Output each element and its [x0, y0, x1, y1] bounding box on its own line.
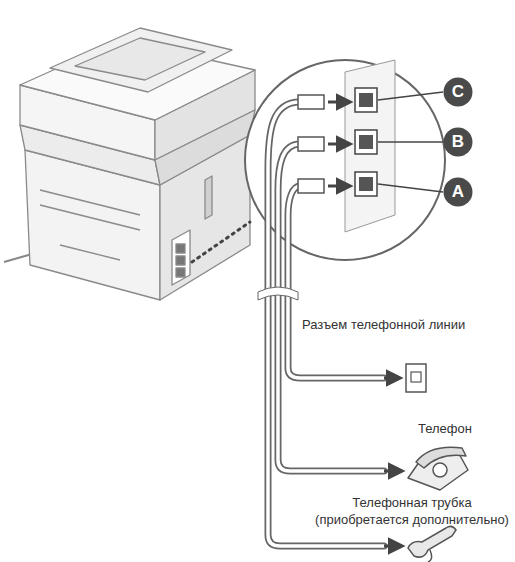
- callout-letter: C: [443, 77, 473, 107]
- part-label: Телефон: [418, 420, 508, 437]
- telephone-icon: [408, 447, 468, 490]
- callout-circle: C: [443, 77, 473, 107]
- part-label: Разъем телефонной линии: [302, 316, 502, 333]
- wall-jack: [406, 364, 426, 392]
- callout-circle: A: [443, 177, 473, 207]
- callout-letter: B: [443, 127, 473, 157]
- port-panel: [345, 60, 395, 232]
- callout-circle: B: [443, 127, 473, 157]
- printer: [20, 28, 255, 300]
- callout-letter: A: [443, 177, 473, 207]
- handset-icon: [408, 526, 456, 562]
- part-label: Телефонная трубка (приобретается дополни…: [312, 494, 512, 528]
